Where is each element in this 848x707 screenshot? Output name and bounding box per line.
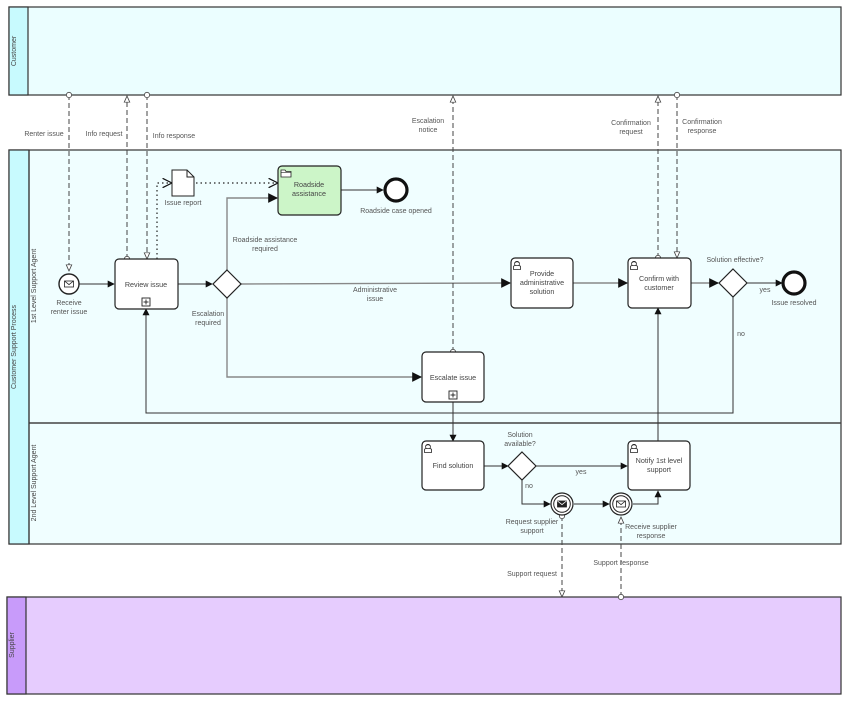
message-label: request: [619, 129, 642, 136]
event-label: Issue resolved: [771, 300, 816, 307]
task-label: Review issue: [125, 280, 167, 289]
task-label: solution: [530, 287, 555, 296]
lane-label-1st-level: 1st Level Support Agent: [31, 249, 38, 323]
customer-pool-label: Customer: [11, 35, 18, 66]
lane-label-2nd-level: 2nd Level Support Agent: [31, 445, 38, 522]
task-label: Notify 1st level: [636, 456, 683, 465]
message-flows: [69, 95, 677, 597]
data-object-label: Issue report: [165, 200, 202, 207]
flow-label: required: [195, 320, 221, 327]
message-label: Info response: [153, 133, 196, 140]
flow-no-to-request: [521, 480, 551, 508]
receive-renter-issue-event[interactable]: Receive renter issue: [51, 273, 88, 316]
flow-labels: Roadside assistance required Administrat…: [192, 237, 771, 490]
solution-available-gateway[interactable]: Solution available?: [504, 432, 537, 481]
issue-report-data-object[interactable]: Issue report: [165, 169, 202, 207]
flow-label: yes: [760, 287, 771, 294]
gateway-label: available?: [504, 441, 536, 448]
message-label: Info request: [86, 131, 123, 138]
flow-label: Roadside assistance: [233, 237, 298, 244]
issue-resolved-end-event[interactable]: Issue resolved: [771, 270, 817, 307]
flow-gateway-to-admin: [240, 278, 511, 288]
flow-label: issue: [367, 296, 383, 303]
user-icon: [512, 260, 522, 270]
event-label: Receive supplier: [625, 524, 677, 531]
message-label: Support request: [507, 571, 557, 578]
subprocess-expand-icon[interactable]: [141, 297, 151, 307]
issue-type-gateway[interactable]: [212, 269, 242, 299]
flow-label: yes: [576, 469, 587, 476]
task-label: customer: [644, 283, 674, 292]
provide-administrative-solution-task[interactable]: Provide administrative solution: [510, 257, 574, 309]
review-issue-task[interactable]: Review issue: [114, 258, 179, 310]
envelope-icon: [64, 280, 74, 288]
task-label: Roadside: [294, 180, 324, 189]
event-label: Receive: [56, 300, 81, 307]
message-label: Confirmation: [682, 119, 722, 126]
envelope-filled-icon: [557, 500, 567, 508]
flow-no-back-to-review: [142, 297, 734, 414]
supplier-pool: Supplier: [6, 596, 842, 695]
user-icon: [423, 443, 433, 453]
event-label: renter issue: [51, 309, 88, 316]
escalate-issue-task[interactable]: Escalate issue: [421, 351, 485, 403]
flow-receive-to-notify: [633, 490, 662, 505]
receive-supplier-response-event[interactable]: Receive supplier response: [609, 492, 678, 540]
flow-label: no: [525, 483, 533, 490]
roadside-case-opened-end-event[interactable]: Roadside case opened: [360, 177, 432, 215]
event-label: Roadside case opened: [360, 208, 432, 215]
data-associations: [156, 183, 277, 259]
find-solution-task[interactable]: Find solution: [421, 440, 485, 491]
roadside-assistance-task[interactable]: Roadside assistance: [277, 165, 342, 216]
envelope-icon: [616, 500, 626, 508]
message-label: Escalation: [412, 118, 444, 125]
user-icon: [629, 443, 639, 453]
task-label: Escalate issue: [430, 373, 476, 382]
event-label: Request supplier: [506, 519, 559, 526]
flow-gateway-to-roadside: [226, 193, 278, 270]
flow-label: no: [737, 331, 745, 338]
message-label: Confirmation: [611, 120, 651, 127]
message-label: notice: [419, 127, 438, 134]
solution-effective-gateway[interactable]: Solution effective?: [706, 257, 764, 298]
customer-pool: Customer: [8, 6, 842, 96]
sequence-flows: [79, 186, 783, 508]
event-label: support: [520, 528, 543, 535]
subprocess-expand-icon[interactable]: [448, 390, 458, 400]
flow-label: Escalation: [192, 311, 224, 318]
message-label: Support response: [593, 560, 648, 567]
flow-gateway-to-escalate: [226, 298, 422, 382]
task-label: administrative: [520, 278, 564, 287]
message-labels: Renter issue Info request Info response …: [24, 118, 722, 578]
task-label: assistance: [292, 189, 326, 198]
task-label: Find solution: [433, 461, 474, 470]
flow-label: Administrative: [353, 287, 397, 294]
message-label: Renter issue: [24, 131, 63, 138]
confirm-with-customer-task[interactable]: Confirm with customer: [627, 257, 692, 309]
message-label: response: [688, 128, 717, 135]
event-label: response: [637, 533, 666, 540]
folder-icon: [280, 169, 292, 178]
user-icon: [629, 260, 639, 270]
task-label: Confirm with: [639, 274, 679, 283]
notify-first-level-support-task[interactable]: Notify 1st level support: [627, 440, 691, 491]
task-label: support: [647, 465, 671, 474]
flow-label: required: [252, 246, 278, 253]
gateway-label: Solution effective?: [706, 257, 763, 264]
gateway-label: Solution: [507, 432, 532, 439]
supplier-pool-label: Supplier: [9, 631, 16, 657]
request-supplier-support-event[interactable]: Request supplier support: [506, 492, 574, 535]
process-pool-label: Customer Support Process: [11, 304, 18, 389]
task-label: Provide: [530, 269, 554, 278]
